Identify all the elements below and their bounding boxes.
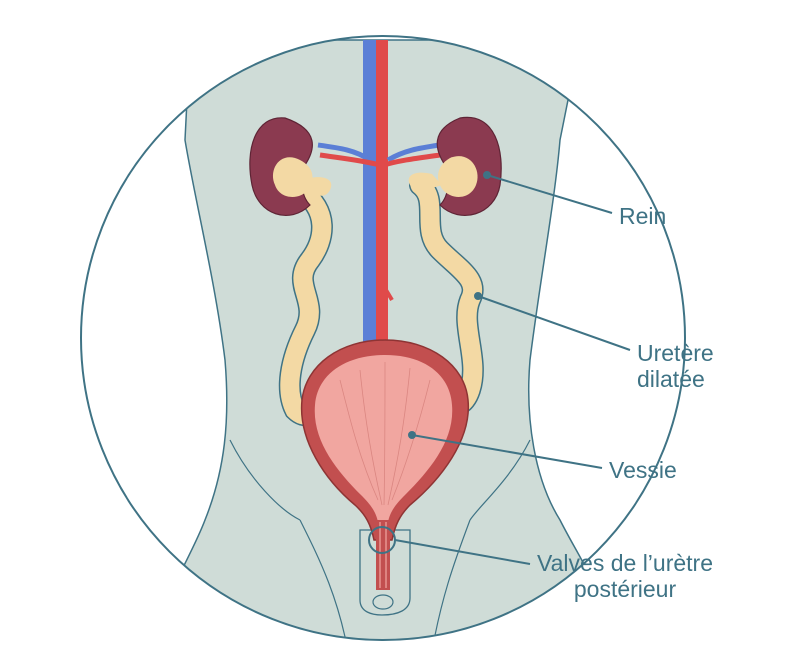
- label-vessie-text: Vessie: [609, 457, 677, 483]
- vena-cava: [363, 40, 376, 350]
- label-valves-uretre-posterieur: Valves de l’urètre postérieur: [537, 550, 713, 602]
- label-valves-line2: postérieur: [537, 576, 713, 602]
- aorta: [376, 40, 388, 345]
- label-vessie: Vessie: [609, 457, 677, 483]
- label-uretere-dilatee: Uretère dilatée: [637, 340, 714, 392]
- urethra: [376, 520, 390, 590]
- label-valves-line1: Valves de l’urètre: [537, 550, 713, 576]
- label-uretere-line1: Uretère: [637, 340, 714, 366]
- label-rein: Rein: [619, 203, 666, 229]
- label-uretere-line2: dilatée: [637, 366, 714, 392]
- label-rein-text: Rein: [619, 203, 666, 229]
